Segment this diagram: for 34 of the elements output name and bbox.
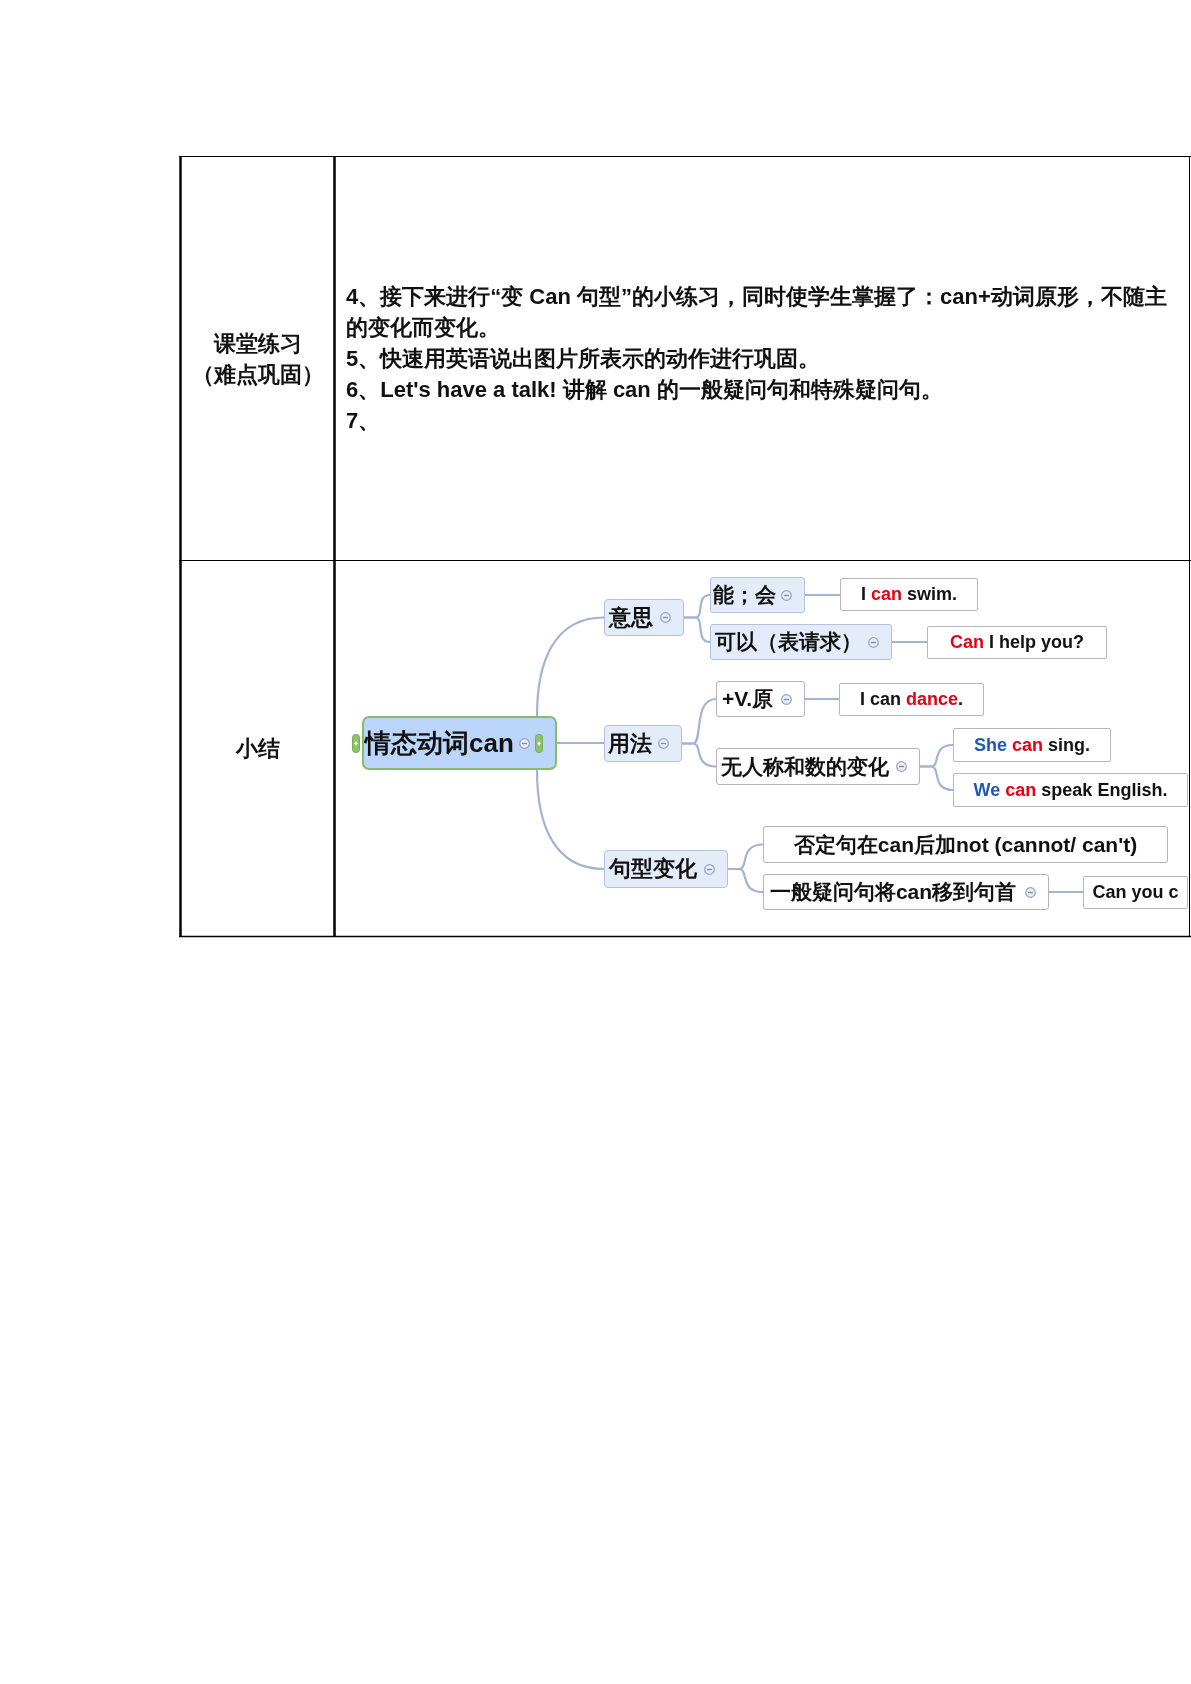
central-topic-box: 情态动词can	[362, 716, 557, 770]
subtopic-box: 否定句在can后加not (cannot/ can't)	[763, 826, 1168, 863]
subtopic-box: 无人称和数的变化	[716, 748, 920, 785]
subtopic-box: 一般疑问句将can移到句首	[763, 874, 1049, 910]
step-text: 6、Let's have a talk! 讲解 can 的一般疑问句和特殊疑问句。	[346, 376, 944, 404]
row-heading: 小结	[234, 735, 281, 763]
connector-line	[728, 867, 764, 894]
branch-topic-box: 用法	[604, 725, 682, 762]
connector-line	[920, 765, 954, 792]
branch-topic-box: 句型变化	[604, 850, 728, 888]
connector-line	[805, 697, 839, 701]
subtopic-box: 能；会	[710, 577, 805, 613]
connector-line	[682, 742, 717, 768]
step-text: 5、快速用英语说出图片所表示的动作进行巩固。	[346, 345, 822, 373]
step-text: 4、接下来进行“变 Can 句型”的小练习，同时使学生掌握了：can+动词原形，不随主的变化而变化。	[346, 283, 1168, 342]
subtopic-box: +V.原	[716, 681, 805, 717]
example-sentence-box: Can I help you?	[927, 626, 1107, 659]
row-heading: （难点巩固）	[190, 361, 325, 389]
connector-line	[1049, 890, 1083, 894]
example-sentence-box: I can swim.	[840, 578, 978, 611]
connector-line	[892, 640, 927, 644]
example-sentence-box: We can speak English.	[953, 773, 1188, 807]
row-heading: 课堂练习	[212, 330, 303, 358]
connector-line	[535, 769, 605, 871]
example-sentence-box: She can sing.	[953, 728, 1111, 762]
connector-line	[684, 616, 711, 644]
connector-line	[535, 616, 605, 717]
example-sentence-box: Can you c	[1083, 876, 1188, 909]
connector-line	[557, 741, 604, 745]
example-sentence-box: I can dance.	[839, 683, 984, 716]
connector-line	[805, 593, 840, 597]
step-text: 7、	[346, 407, 382, 435]
branch-topic-box: 意思	[604, 599, 684, 636]
subtopic-box: 可以（表请求）	[710, 624, 892, 660]
